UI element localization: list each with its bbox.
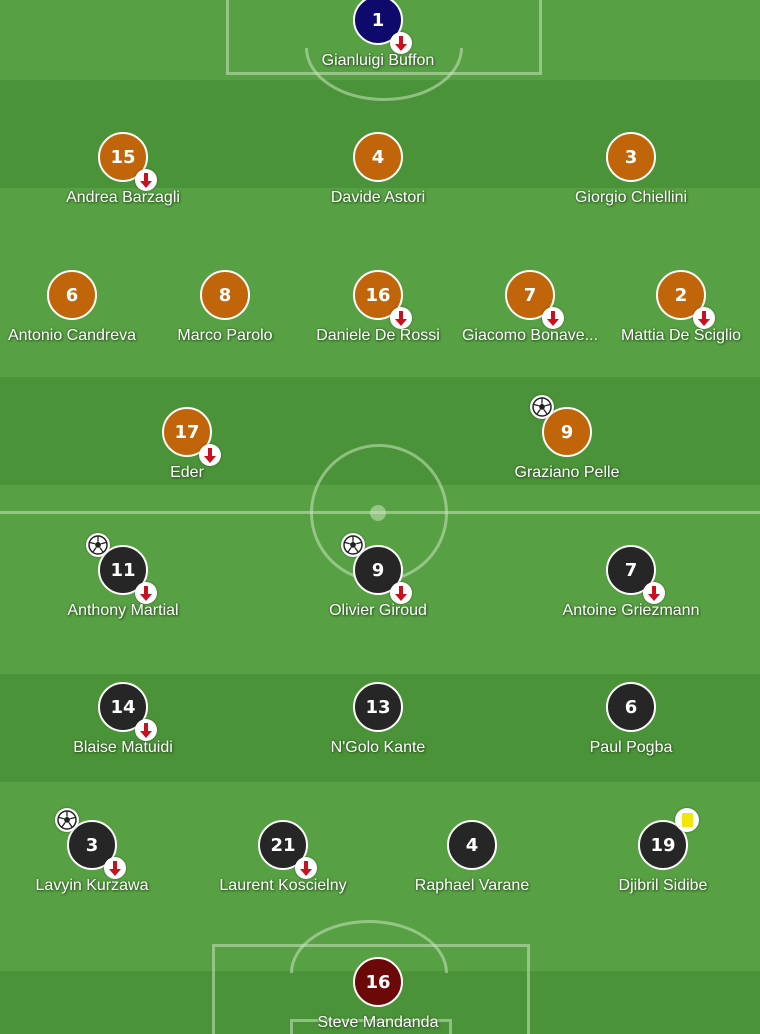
shirt-number[interactable]: 3 — [606, 132, 656, 182]
player-name: Blaise Matuidi — [73, 739, 173, 756]
sub-off-arrow-icon — [643, 582, 665, 604]
football-icon — [86, 533, 110, 557]
sub-off-arrow-icon — [104, 857, 126, 879]
player-name: Giacomo Bonave... — [461, 327, 599, 344]
player-name: Gianluigi Buffon — [321, 52, 435, 69]
sub-off-arrow-icon — [199, 444, 221, 466]
player-name: Antoine Griezmann — [562, 602, 700, 619]
shirt-number[interactable]: 13 — [353, 682, 403, 732]
centre-spot — [370, 505, 386, 521]
player-name: Lavyin Kurzawa — [35, 877, 149, 894]
yellow-card-icon — [675, 808, 699, 832]
shirt-number[interactable]: 17 — [162, 407, 212, 457]
shirt-number[interactable]: 4 — [353, 132, 403, 182]
sub-off-arrow-icon — [390, 32, 412, 54]
football-icon — [341, 533, 365, 557]
player-name: Davide Astori — [330, 189, 426, 206]
football-icon — [530, 395, 554, 419]
player-name: Eder — [170, 464, 204, 481]
bottom-goal-area — [290, 1019, 452, 1034]
player-name: Andrea Barzagli — [66, 189, 180, 206]
shirt-number[interactable]: 7 — [505, 270, 555, 320]
sub-off-arrow-icon — [135, 582, 157, 604]
player-name: Daniele De Rossi — [316, 327, 440, 344]
player-name: Olivier Giroud — [329, 602, 427, 619]
shirt-number[interactable]: 16 — [353, 957, 403, 1007]
player-name: Raphael Varane — [414, 877, 530, 894]
player-name: N'Golo Kante — [330, 739, 426, 756]
shirt-number[interactable]: 4 — [447, 820, 497, 870]
player-name: Paul Pogba — [589, 739, 673, 756]
sub-off-arrow-icon — [693, 307, 715, 329]
player-name: Anthony Martial — [67, 602, 179, 619]
player-name: Djibril Sidibe — [618, 877, 708, 894]
sub-off-arrow-icon — [542, 307, 564, 329]
player-name: Graziano Pelle — [514, 464, 620, 481]
sub-off-arrow-icon — [390, 307, 412, 329]
player-name: Marco Parolo — [177, 327, 273, 344]
bottom-penalty-box — [212, 944, 530, 1034]
sub-off-arrow-icon — [135, 719, 157, 741]
player-name: Antonio Candreva — [7, 327, 137, 344]
player-name: Giorgio Chiellini — [574, 189, 688, 206]
player-name: Steve Mandanda — [317, 1014, 439, 1031]
shirt-number[interactable]: 6 — [47, 270, 97, 320]
football-icon — [55, 808, 79, 832]
shirt-number[interactable]: 21 — [258, 820, 308, 870]
shirt-number[interactable]: 8 — [200, 270, 250, 320]
shirt-number[interactable]: 6 — [606, 682, 656, 732]
sub-off-arrow-icon — [135, 169, 157, 191]
player-name: Laurent Koscielny — [219, 877, 347, 894]
sub-off-arrow-icon — [295, 857, 317, 879]
player-name: Mattia De Sciglio — [620, 327, 742, 344]
sub-off-arrow-icon — [390, 582, 412, 604]
